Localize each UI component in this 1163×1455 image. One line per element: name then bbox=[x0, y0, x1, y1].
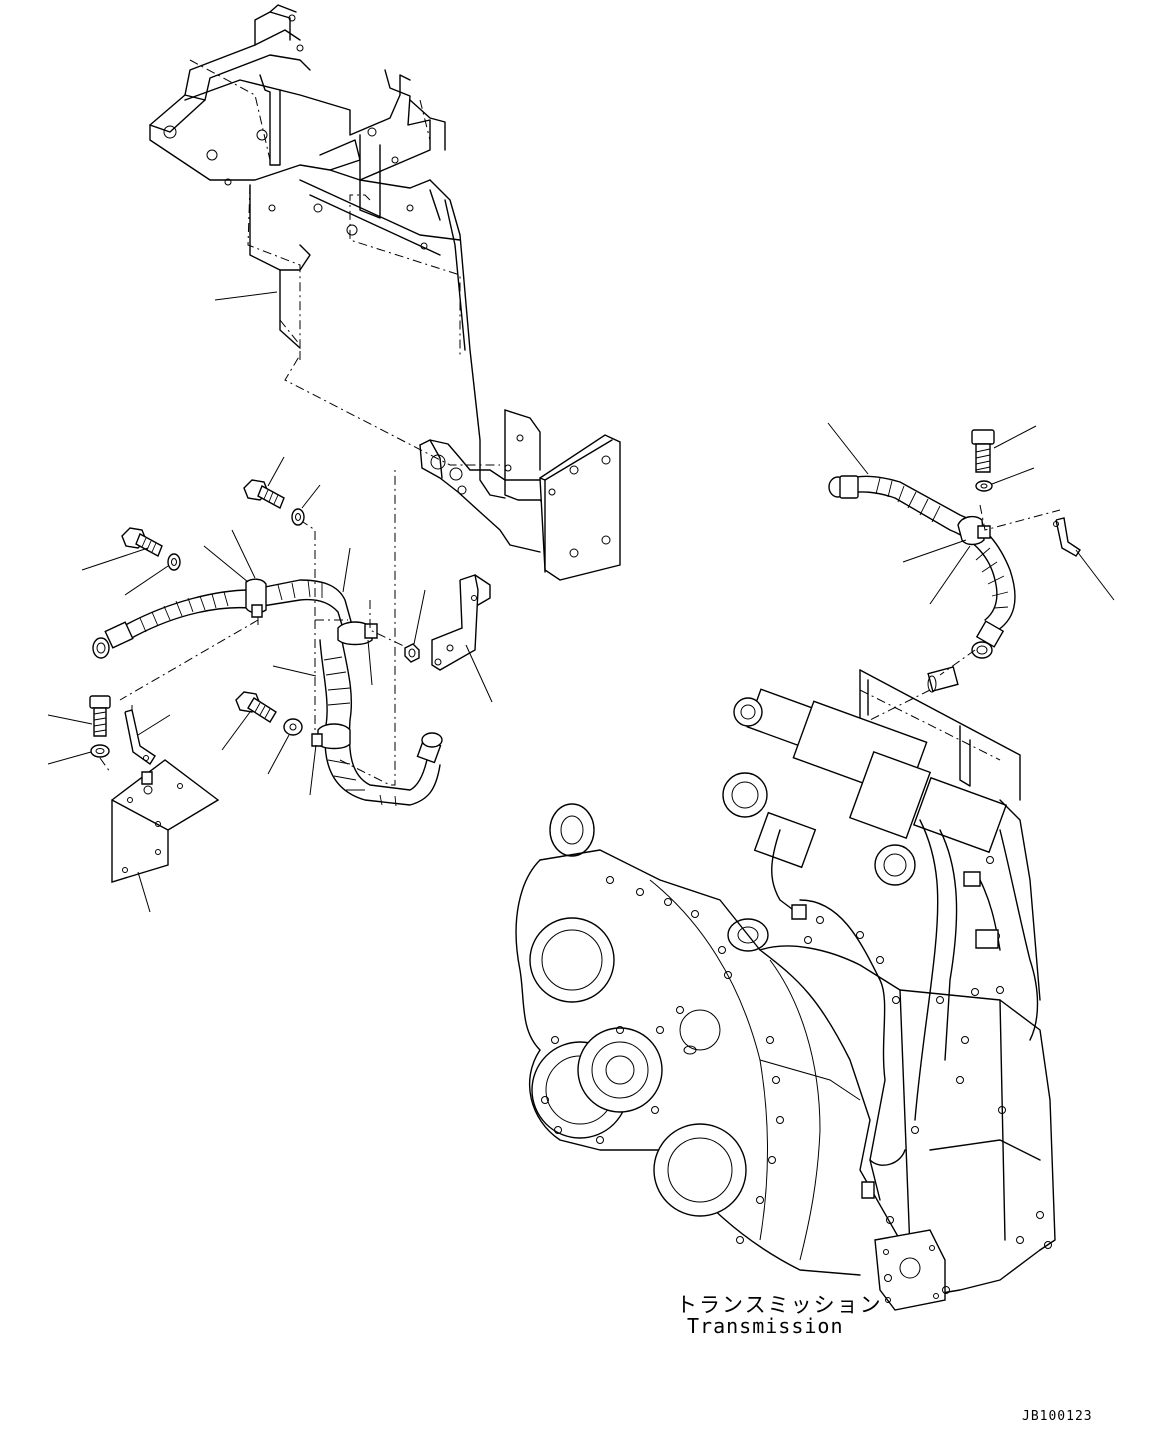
nut-middle bbox=[405, 590, 425, 662]
transmission-label-en: Transmission bbox=[687, 1314, 844, 1338]
left-hose bbox=[93, 470, 442, 806]
bolt-upper bbox=[244, 457, 284, 508]
bolt-left bbox=[82, 528, 162, 570]
left-hose-leaders bbox=[204, 530, 372, 795]
washer-upper bbox=[292, 485, 320, 525]
bolt-lower-middle bbox=[222, 692, 276, 750]
mounting-bracket-frame bbox=[150, 5, 505, 498]
bracket-arm bbox=[420, 410, 620, 580]
washer-right bbox=[976, 468, 1034, 491]
washer-lower-left bbox=[48, 745, 109, 764]
bracket-small-middle bbox=[432, 575, 492, 702]
leader-line bbox=[215, 292, 277, 300]
transmission bbox=[516, 670, 1055, 1310]
clip-right bbox=[1054, 518, 1115, 600]
bolt-lower-left bbox=[48, 696, 110, 736]
drawing-code: JB100123 bbox=[1022, 1409, 1093, 1424]
mounting-plate-lower bbox=[100, 758, 218, 912]
washer-lower-middle bbox=[268, 719, 302, 774]
transmission-label-jp: トランスミッション bbox=[676, 1293, 883, 1317]
bracket-clip-lower bbox=[125, 705, 170, 764]
washer-left bbox=[125, 554, 180, 595]
right-hose bbox=[828, 423, 1060, 720]
bolt-right bbox=[972, 426, 1036, 472]
